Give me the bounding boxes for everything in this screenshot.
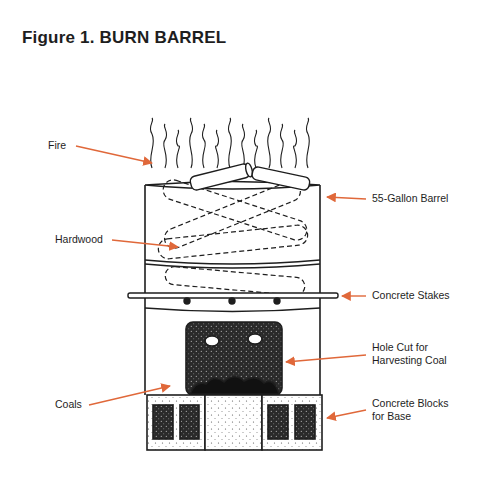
block-hole [153, 405, 173, 439]
flame-stroke [150, 118, 153, 168]
block-hole [180, 405, 199, 439]
glowing-coal [248, 334, 262, 344]
flame-stroke [306, 118, 309, 168]
leader-line [112, 240, 178, 247]
block-hole [268, 405, 288, 439]
block [147, 395, 205, 450]
part-label: Concrete Stakes [372, 289, 450, 302]
leader-line [286, 355, 366, 362]
coal-hole [186, 322, 282, 395]
barrel-side [145, 185, 320, 395]
figure-title: Figure 1. BURN BARREL [22, 28, 226, 48]
leader-line [76, 146, 152, 163]
block [262, 395, 322, 450]
block-hole [295, 405, 315, 439]
leader-line [89, 386, 170, 405]
leader-line [327, 410, 366, 418]
concrete-stakes [128, 293, 338, 304]
fire-flames [150, 118, 309, 168]
flame-stroke [176, 130, 179, 168]
log-outline [157, 224, 308, 260]
part-label: Fire [48, 139, 66, 152]
log-outline [164, 266, 305, 296]
barrel [145, 182, 320, 396]
coals-pile [190, 377, 279, 394]
stake-end [274, 298, 280, 304]
barrel-hoop [145, 308, 320, 312]
flame-stroke [268, 118, 271, 168]
flame-stroke [242, 124, 245, 168]
hardwood-logs [157, 177, 309, 296]
flame-stroke [294, 130, 297, 168]
stake-end [184, 298, 190, 304]
flame-stroke [254, 130, 257, 168]
flame-stroke [164, 124, 167, 168]
concrete-blocks [147, 395, 322, 450]
top-logs [189, 162, 310, 191]
stake-end [229, 298, 235, 304]
flame-stroke [228, 118, 231, 168]
flame-stroke [202, 124, 205, 168]
flame-stroke [216, 130, 219, 168]
leader-line [327, 197, 366, 199]
leader-lines [76, 146, 366, 418]
part-label: Hardwood [55, 233, 103, 246]
glowing-coal [205, 336, 219, 346]
stake [128, 293, 338, 298]
log-outline [161, 178, 303, 251]
flame-stroke [190, 118, 193, 168]
log [189, 163, 251, 191]
block [205, 395, 262, 450]
flame-stroke [280, 124, 283, 168]
part-label: 55-Gallon Barrel [372, 192, 448, 205]
part-label: Hole Cut for Harvesting Coal [372, 341, 456, 367]
log [251, 166, 310, 191]
part-label: Concrete Blocks for Base [372, 397, 456, 423]
leader-line [342, 295, 366, 296]
hole [186, 322, 282, 395]
part-label: Coals [55, 398, 82, 411]
